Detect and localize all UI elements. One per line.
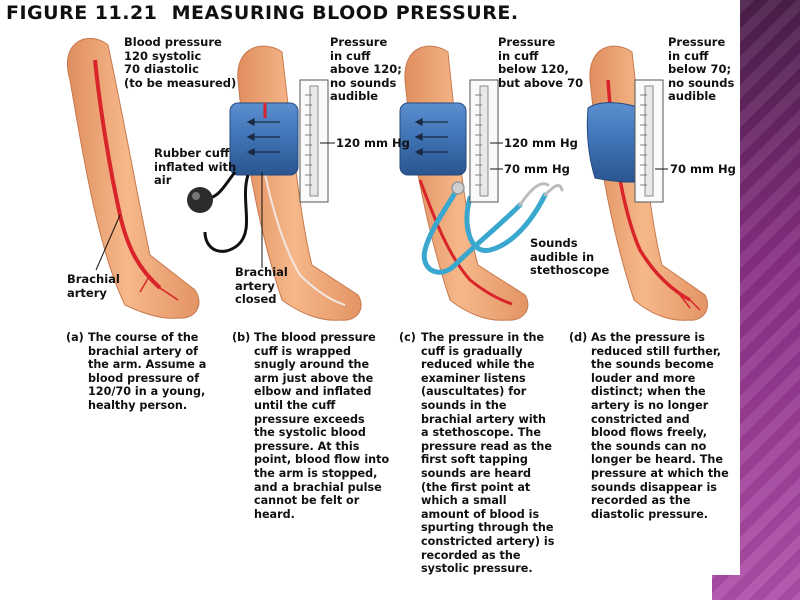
- label-sounds-audible: Sounds audible in stethoscope: [530, 236, 610, 277]
- caption-c-text: The pressure in the cuff is gradually re…: [421, 331, 555, 576]
- label-pressure-b: Pressure in cuff above 120; no sounds au…: [330, 35, 402, 103]
- caption-b-text: The blood pressure cuff is wrapped snugl…: [254, 331, 390, 521]
- label-pressure-c: Pressure in cuff below 120, but above 70: [498, 35, 584, 90]
- label-pressure-d: Pressure in cuff below 70; no sounds aud…: [668, 35, 735, 103]
- caption-d-text: As the pressure is reduced still further…: [591, 331, 729, 521]
- label-brachial-closed: Brachial artery closed: [235, 265, 288, 306]
- caption-c-letter: (c): [399, 331, 416, 344]
- figure-number: FIGURE 11.21: [6, 2, 158, 24]
- label-brachial-artery: Brachial artery: [67, 272, 120, 300]
- artery-c: [418, 179, 513, 306]
- figure-title: FIGURE 11.21 MEASURING BLOOD PRESSURE.: [6, 2, 519, 24]
- arm-d: [586, 45, 709, 321]
- figure-title-text: MEASURING BLOOD PRESSURE.: [171, 2, 519, 24]
- label-gauge-c-120: 120 mm Hg: [504, 136, 578, 150]
- caption-b-letter: (b): [232, 331, 251, 344]
- caption-a-text: The course of the brachial artery of the…: [88, 331, 207, 412]
- label-bp-values: Blood pressure 120 systolic 70 diastolic…: [124, 35, 237, 90]
- arm-a: [67, 37, 200, 319]
- arm-b: [187, 45, 362, 321]
- arm-c: [399, 45, 564, 321]
- stethoscope-icon: [421, 181, 564, 275]
- artery-a: [93, 59, 162, 290]
- cuff-c: [399, 102, 467, 176]
- label-gauge-c-70: 70 mm Hg: [504, 162, 570, 176]
- label-gauge-b-120: 120 mm Hg: [336, 136, 410, 150]
- caption-d-letter: (d): [569, 331, 588, 344]
- caption-a-letter: (a): [66, 331, 84, 344]
- label-rubber-cuff: Rubber cuff inflated with air: [154, 146, 237, 187]
- label-gauge-d-70: 70 mm Hg: [670, 162, 736, 176]
- inflation-bulb-icon: [187, 187, 213, 213]
